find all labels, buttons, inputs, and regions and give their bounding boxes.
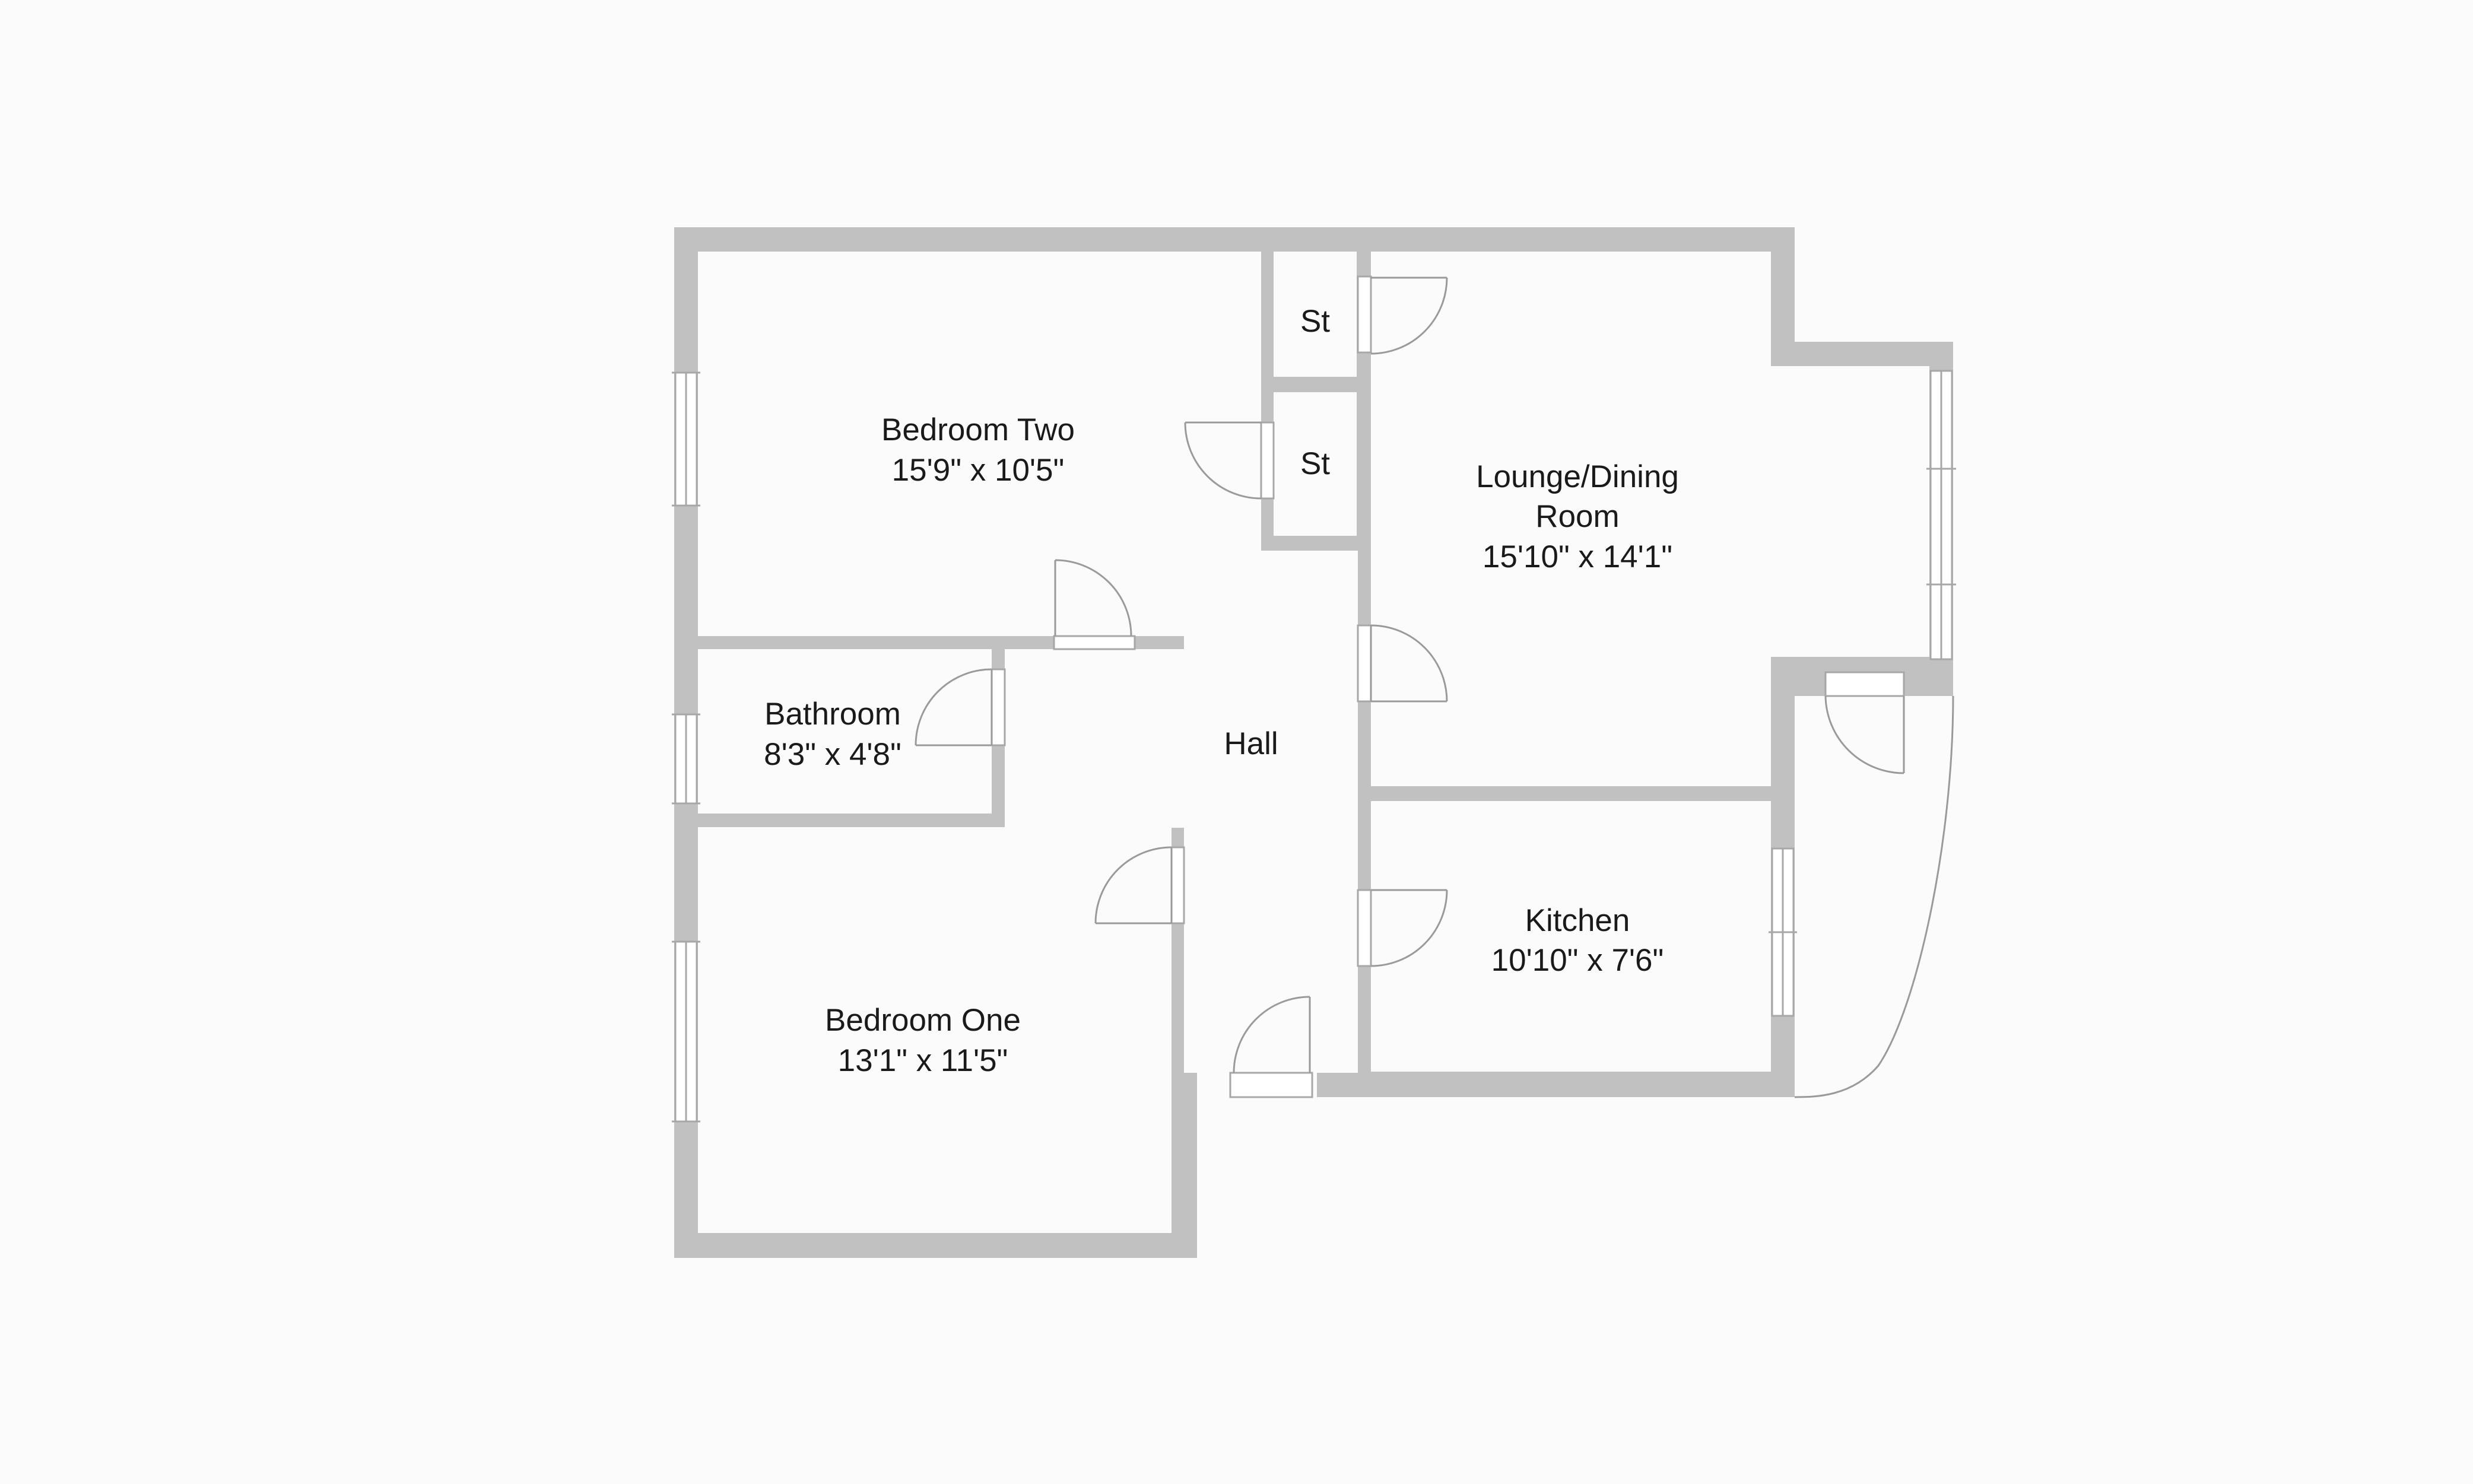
label-kitchen-size: 10'10" x 7'6": [1491, 943, 1664, 978]
opening-store-lower: [1260, 421, 1275, 500]
door-kitchen: [1370, 889, 1448, 967]
room-labels: Bedroom Two 15'9" x 10'5" St St Lounge/D…: [764, 304, 1679, 1078]
external-door-swing: [1794, 695, 1954, 1098]
door-bedroom-two: [1054, 559, 1132, 637]
room-bedroom-one: [698, 827, 1172, 1233]
label-store-lower: St: [1300, 446, 1330, 481]
door-entrance: [1233, 996, 1311, 1073]
opening-lounge: [1357, 624, 1372, 703]
room-hall: [1005, 551, 1358, 1073]
opening-lounge-external: [1824, 671, 1905, 697]
room-store-upper: [1274, 252, 1357, 377]
opening-store-upper: [1357, 275, 1372, 354]
label-bedroom-two: Bedroom Two: [881, 412, 1075, 447]
door-lounge-external: [1824, 695, 1905, 774]
opening-bedroom-two: [1053, 635, 1136, 650]
room-store-lower: [1274, 392, 1357, 536]
opening-kitchen: [1357, 889, 1372, 967]
window-mullions: [672, 371, 1956, 1123]
door-openings: [991, 275, 1905, 1098]
door-store-lower: [1184, 421, 1262, 500]
label-bedroom-one-size: 13'1" x 11'5": [838, 1043, 1008, 1078]
door-bathroom: [915, 668, 993, 746]
opening-bedroom-one: [1170, 846, 1185, 924]
rooms: [698, 252, 1929, 1233]
door-lounge: [1370, 624, 1448, 703]
label-lounge-line2: Room: [1535, 499, 1619, 534]
label-hall: Hall: [1224, 726, 1278, 761]
doors: [915, 277, 1954, 1098]
room-bedroom-two: [698, 252, 1261, 636]
label-bedroom-one: Bedroom One: [825, 1003, 1021, 1038]
label-bedroom-two-size: 15'9" x 10'5": [892, 453, 1065, 488]
label-kitchen: Kitchen: [1525, 903, 1630, 938]
label-lounge-size: 15'10" x 14'1": [1482, 539, 1672, 574]
label-lounge-line1: Lounge/Dining: [1476, 459, 1679, 494]
label-bathroom: Bathroom: [764, 697, 901, 732]
room-lounge-dining: [1371, 252, 1929, 786]
opening-entrance: [1229, 1072, 1313, 1098]
door-store-upper: [1370, 277, 1448, 355]
room-bathroom: [698, 649, 992, 814]
room-kitchen: [1371, 801, 1771, 1072]
label-store-upper: St: [1300, 304, 1330, 339]
opening-bathroom: [991, 668, 1006, 746]
label-bathroom-size: 8'3" x 4'8": [764, 737, 901, 772]
door-bedroom-one: [1094, 846, 1173, 924]
